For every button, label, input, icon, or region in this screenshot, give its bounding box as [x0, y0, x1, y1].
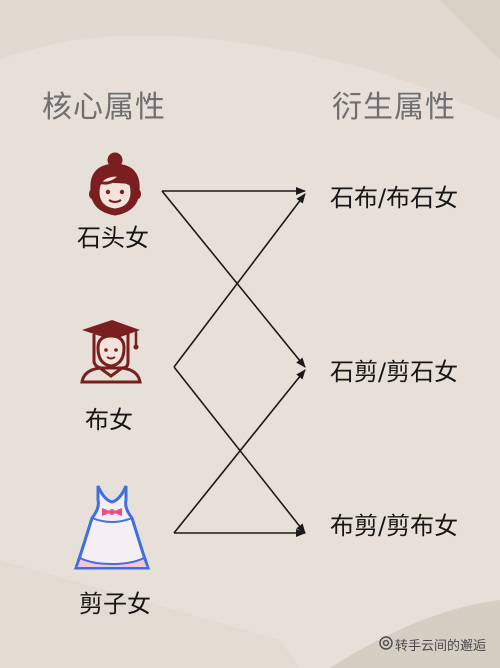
arrow-cloth-to-cloth-scissors	[173, 366, 306, 534]
dress-icon	[73, 485, 151, 570]
right-item-label: 布剪/剪布女	[330, 512, 459, 540]
woman-bun-icon	[89, 152, 141, 216]
graduate-woman-icon	[80, 320, 142, 384]
left-item-label: 剪子女	[79, 590, 151, 618]
arrow-cloth-to-stone-cloth	[173, 193, 306, 368]
watermark: 转手云间的邂逅	[379, 635, 486, 654]
left-item-label: 石头女	[77, 224, 149, 252]
core-attributes-heading: 核心属性	[42, 90, 166, 125]
right-item-label: 石剪/剪石女	[330, 358, 459, 386]
arrow-scissors-to-stone-scissors	[173, 369, 306, 534]
left-item-label: 布女	[85, 406, 133, 434]
watermark-text: 转手云间的邂逅	[394, 639, 486, 654]
right-item-label: 石布/布石女	[330, 184, 459, 212]
at-icon	[379, 636, 393, 654]
derived-attributes-heading: 衍生属性	[332, 90, 456, 125]
arrow-stone-to-stone-scissors	[161, 190, 306, 368]
